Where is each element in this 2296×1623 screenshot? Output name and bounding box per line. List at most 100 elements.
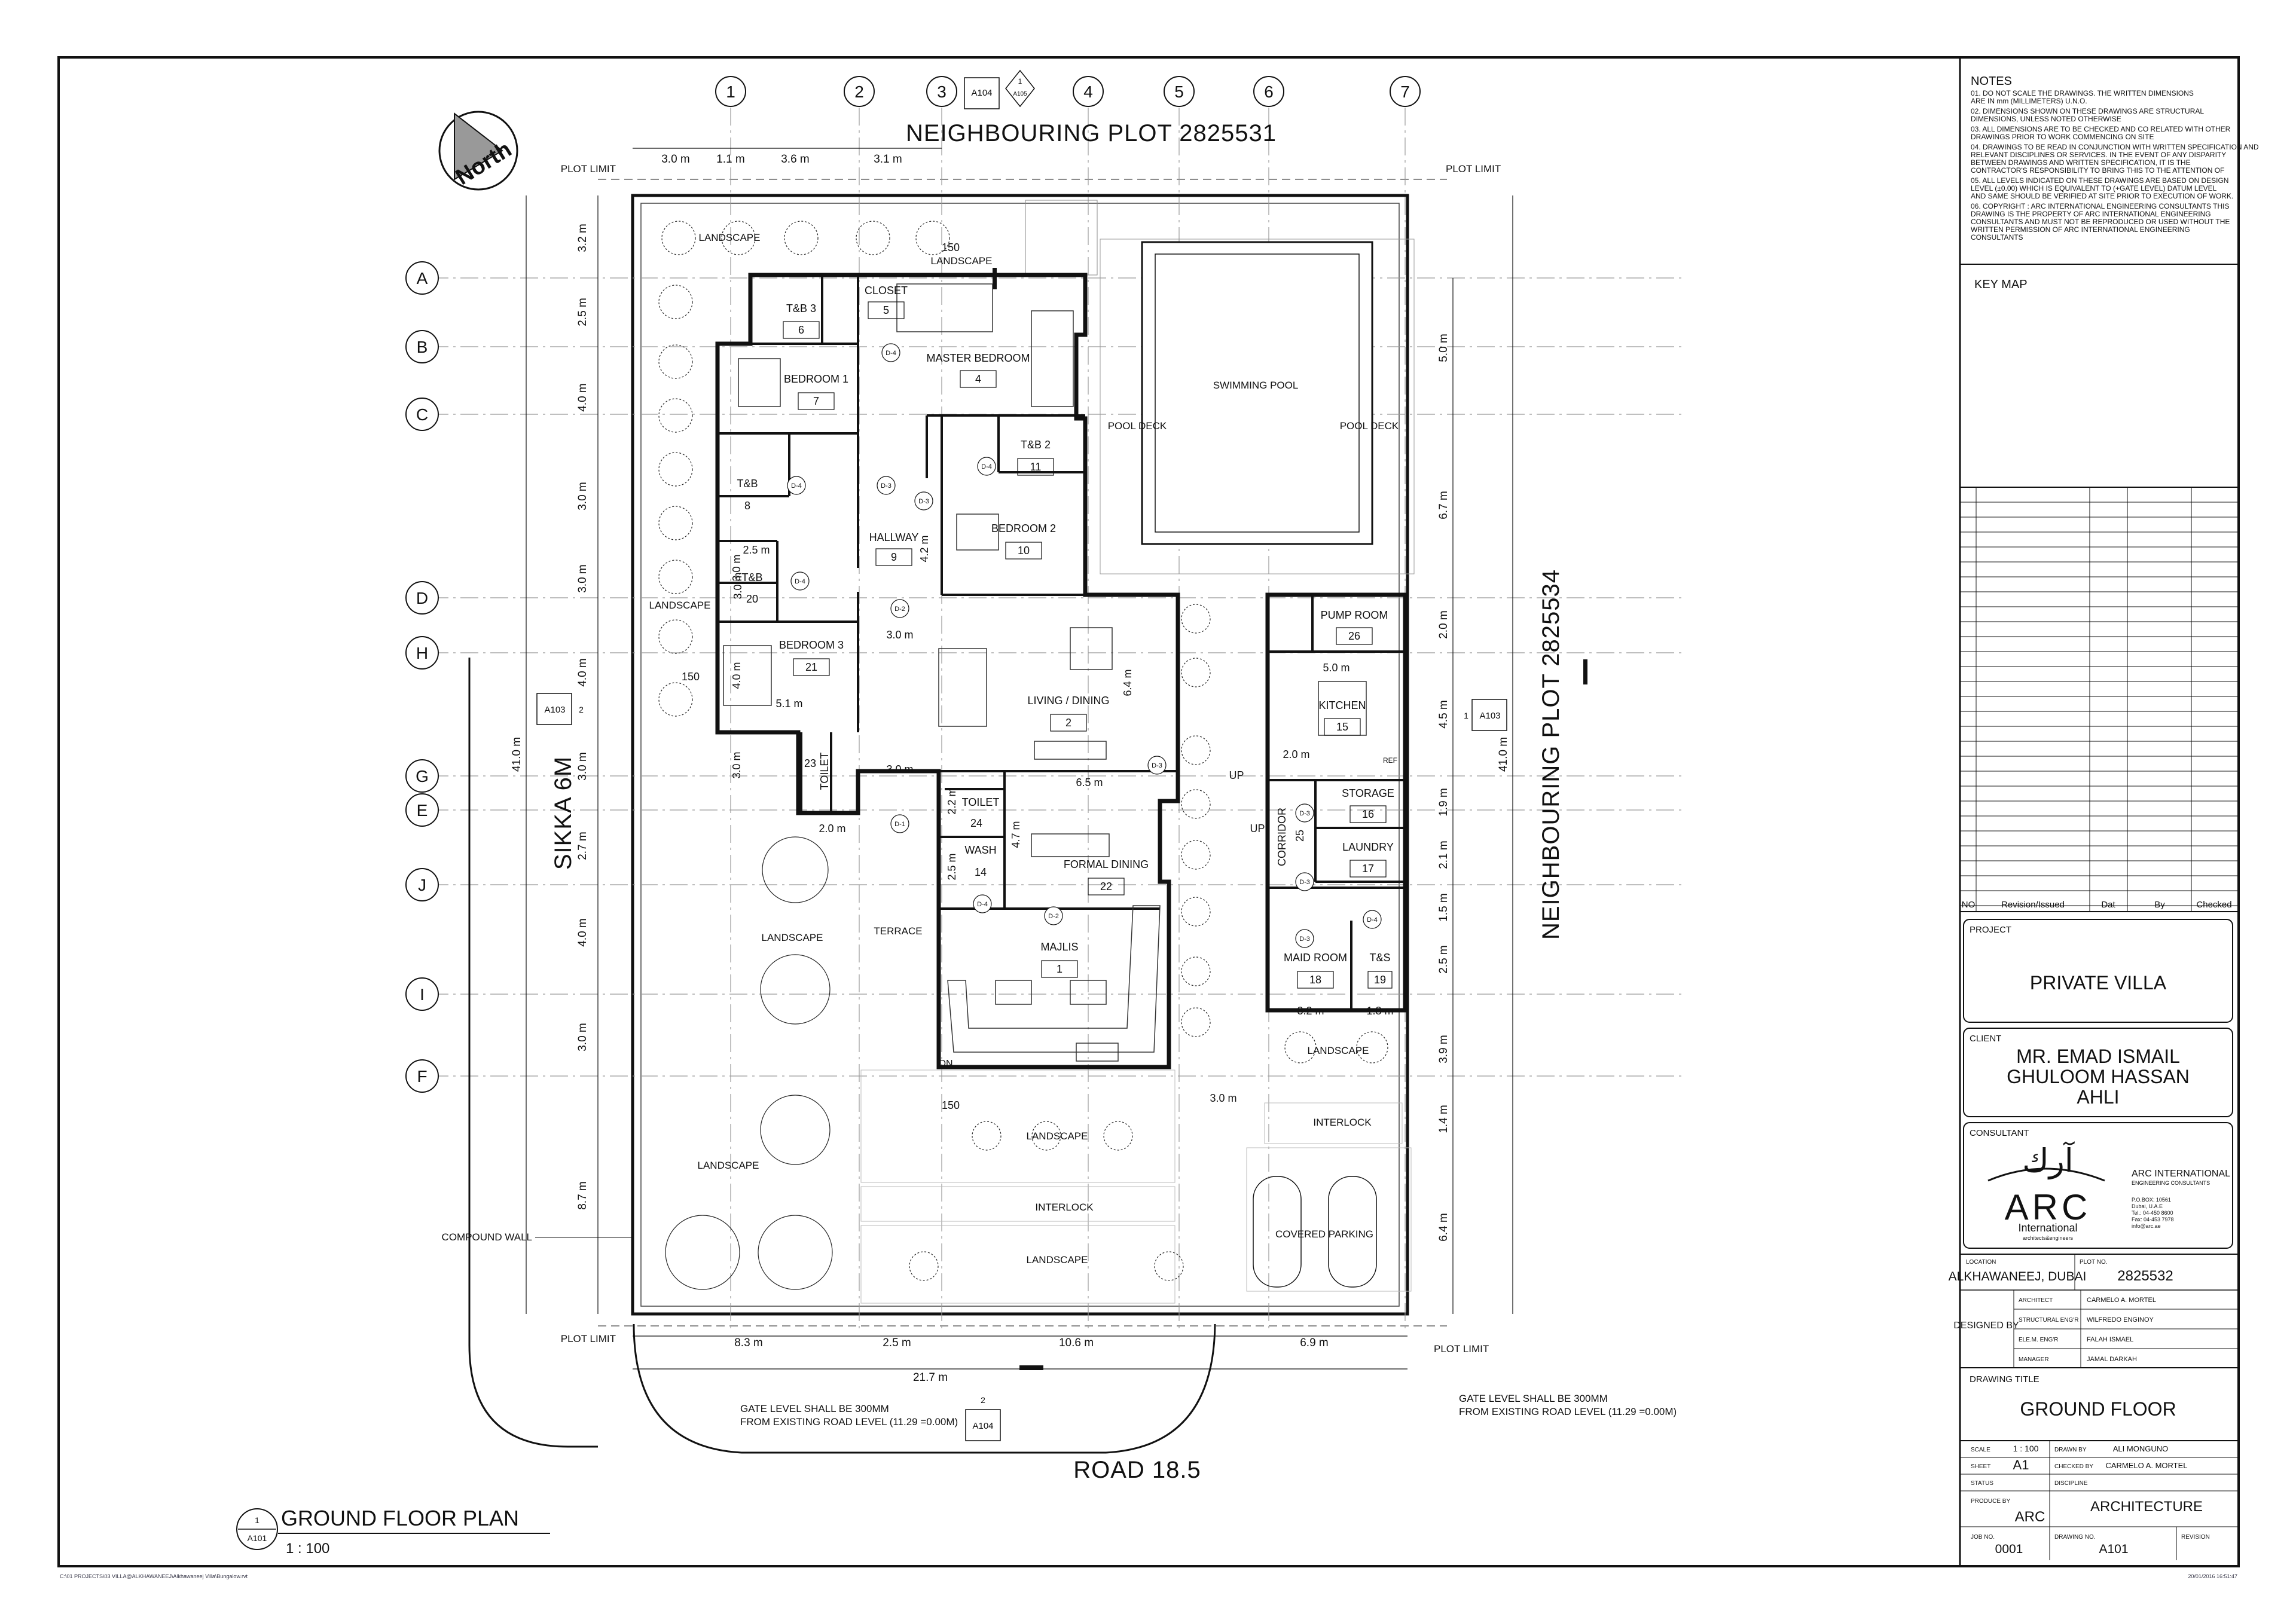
svg-text:D-4: D-4 xyxy=(886,350,896,357)
room-num-closet: 5 xyxy=(883,304,889,316)
compound-wall-label: COMPOUND WALL xyxy=(442,1231,532,1243)
room-name-storage: STORAGE xyxy=(1342,787,1394,799)
room-name-pump-room: PUMP ROOM xyxy=(1321,609,1388,621)
svg-text:G: G xyxy=(416,767,429,785)
svg-text:3.0 m: 3.0 m xyxy=(886,629,913,641)
sheet-border xyxy=(57,56,2240,1567)
covered-parking-label: COVERED PARKING xyxy=(1275,1228,1373,1240)
room-num-bedroom-2: 10 xyxy=(1018,545,1030,557)
sikka-label: SIKKA 6M xyxy=(550,756,576,870)
road-curve-right xyxy=(1106,1324,1216,1454)
road-curve-left xyxy=(633,1324,742,1454)
room-name-maid-room: MAID ROOM xyxy=(1284,952,1347,964)
svg-text:2.7 m: 2.7 m xyxy=(576,832,589,860)
svg-text:CONSULTANTS: CONSULTANTS xyxy=(1971,233,2023,242)
room-num-tb-20: 20 xyxy=(746,593,758,605)
house-walls xyxy=(715,273,1407,1069)
svg-text:STATUS: STATUS xyxy=(1971,1480,1993,1487)
svg-text:06. COPYRIGHT : ARC INTERNATIO: 06. COPYRIGHT : ARC INTERNATIONAL ENGINE… xyxy=(1971,202,2230,210)
location-table xyxy=(1960,1254,2239,1368)
svg-text:D-3: D-3 xyxy=(1152,762,1162,769)
discipline-value: ARCHITECTURE xyxy=(2090,1499,2203,1515)
project-name: PRIVATE VILLA xyxy=(2030,972,2167,994)
svg-text:6.5 m: 6.5 m xyxy=(1076,777,1103,788)
svg-text:A104: A104 xyxy=(972,1421,993,1431)
svg-text:4.0 m: 4.0 m xyxy=(576,383,589,412)
svg-text:6.4 m: 6.4 m xyxy=(1437,1213,1450,1242)
notes-heading: NOTES xyxy=(1971,75,2012,88)
svg-text:D-2: D-2 xyxy=(894,606,905,613)
room-name-wash: WASH xyxy=(964,844,996,856)
svg-text:I: I xyxy=(420,985,425,1004)
neighbouring-plot-north: NEIGHBOURING PLOT 2825531 xyxy=(906,120,1277,146)
bottom-dimensions: 8.3 m 2.5 m 10.6 m 6.9 m 21.7 m xyxy=(633,1335,1407,1384)
svg-text:5.0 m: 5.0 m xyxy=(1437,334,1450,362)
swimming-pool xyxy=(1141,241,1373,545)
svg-text:P.O.BOX: 10561: P.O.BOX: 10561 xyxy=(2132,1197,2171,1203)
svg-text:D-4: D-4 xyxy=(977,901,988,908)
stair-up-label-2: UP xyxy=(1250,823,1265,835)
svg-text:ARCHITECT: ARCHITECT xyxy=(2019,1297,2053,1304)
door-tags: D-1 D-2 D-2 D-3 D-3 D-4 D-4 D-4 D-4 D-4 … xyxy=(787,343,1382,948)
arc-logo: آرك ARC International architects&enginee… xyxy=(1987,1141,2105,1241)
room-num-laundry: 17 xyxy=(1362,863,1374,875)
parked-cars xyxy=(1253,1176,1377,1288)
svg-text:D-3: D-3 xyxy=(918,498,929,505)
grid-bubble-J: J xyxy=(405,868,439,901)
svg-text:D-4: D-4 xyxy=(981,463,992,470)
pool-deck-label-right: POOL DECK xyxy=(1340,420,1399,432)
neighbouring-plot-east: NEIGHBOURING PLOT 2825534 xyxy=(1538,569,1564,940)
plan-scale: 1 : 100 xyxy=(286,1541,329,1557)
room-name-hallway: HALLWAY xyxy=(869,531,919,543)
svg-text:2.5 m: 2.5 m xyxy=(743,544,770,556)
scale-value: 1 : 100 xyxy=(2013,1444,2039,1453)
grid-lines-horizontal xyxy=(430,277,1686,1077)
svg-text:E: E xyxy=(417,801,428,820)
room-num-bedroom-1: 7 xyxy=(813,395,819,407)
sikka-line xyxy=(468,658,598,1448)
compound-wall-inner xyxy=(640,203,1400,1307)
svg-text:3.9 m: 3.9 m xyxy=(1437,1035,1450,1063)
furniture xyxy=(723,283,1367,1062)
consultant-sub: ENGINEERING CONSULTANTS xyxy=(2132,1180,2210,1186)
room-labels: T&B 3 6 CLOSET 5 MASTER BEDROOM 4 BEDROO… xyxy=(737,285,1394,986)
svg-text:3.0 m: 3.0 m xyxy=(886,763,913,775)
svg-text:PRODUCE BY: PRODUCE BY xyxy=(1971,1498,2010,1505)
svg-text:WILFREDO ENGINOY: WILFREDO ENGINOY xyxy=(2087,1316,2154,1324)
grid-bubble-3: 3 xyxy=(926,76,957,107)
svg-text:A103: A103 xyxy=(544,705,565,715)
svg-text:1: 1 xyxy=(1464,711,1468,720)
svg-text:5.0 m: 5.0 m xyxy=(1323,662,1349,674)
svg-text:CARMELO A. MORTEL: CARMELO A. MORTEL xyxy=(2087,1297,2156,1304)
svg-text:2.5 m: 2.5 m xyxy=(883,1337,911,1349)
svg-text:150: 150 xyxy=(942,242,960,253)
svg-text:3.0 m: 3.0 m xyxy=(576,752,589,781)
consultant-name: ARC INTERNATIONAL xyxy=(2132,1169,2230,1179)
svg-text:D-3: D-3 xyxy=(1299,936,1310,943)
svg-text:4.2 m: 4.2 m xyxy=(918,535,930,562)
grid-column-bubbles: 1 2 3 4 5 6 7 xyxy=(715,76,1421,107)
grid-bubble-C: C xyxy=(405,398,439,431)
svg-text:Checked: Checked xyxy=(2196,900,2231,910)
svg-text:4.5 m: 4.5 m xyxy=(1437,700,1450,729)
svg-text:6.4 m: 6.4 m xyxy=(1122,669,1134,696)
svg-text:STRUCTURAL ENG'R: STRUCTURAL ENG'R xyxy=(2019,1317,2078,1324)
room-num-wash: 14 xyxy=(975,866,987,878)
grid-bubble-2: 2 xyxy=(844,76,875,107)
svg-text:ARE IN mm (MILLIMETERS) U.N.O.: ARE IN mm (MILLIMETERS) U.N.O. xyxy=(1971,97,2087,105)
plot-limit-label-se: PLOT LIMIT xyxy=(1434,1343,1489,1355)
svg-text:D-3: D-3 xyxy=(881,482,891,490)
svg-text:A: A xyxy=(417,269,428,288)
svg-text:Dubai, U.A.E: Dubai, U.A.E xyxy=(2132,1203,2163,1209)
plan-title: GROUND FLOOR PLAN xyxy=(281,1506,519,1530)
gate-marker xyxy=(1019,1365,1043,1370)
room-num-storage: 16 xyxy=(1362,808,1374,820)
svg-text:DIMENSIONS, UNLESS NOTED OTHER: DIMENSIONS, UNLESS NOTED OTHERWISE xyxy=(1971,115,2121,123)
svg-text:150: 150 xyxy=(682,671,700,683)
client-line-2: GHULOOM HASSAN xyxy=(2007,1066,2190,1087)
terrace-label: TERRACE xyxy=(874,925,922,937)
room-num-tb2: 11 xyxy=(1030,461,1042,473)
svg-text:150: 150 xyxy=(942,1099,960,1111)
grid-bubble-A: A xyxy=(405,261,439,295)
grid-bubble-6: 6 xyxy=(1253,76,1284,107)
